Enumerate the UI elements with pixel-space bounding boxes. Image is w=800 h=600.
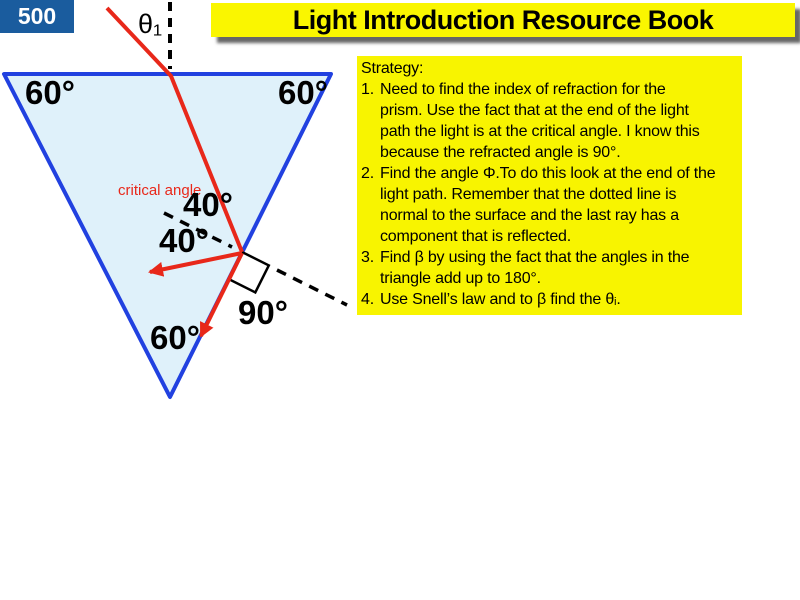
- strategy-step-1-line: path the light is at the critical angle.…: [380, 123, 700, 140]
- strategy-step-1-line: because the refracted angle is 90°.: [380, 144, 621, 161]
- strategy-step-3-number: 3.: [361, 249, 374, 266]
- prism-angle-label-top-right: 60°: [278, 74, 328, 111]
- incident-and-internal-ray: [105, 6, 244, 253]
- strategy-step-2: 2. Find the angle Φ.To do this look at t…: [361, 163, 740, 247]
- critical-angle-value-label: 40°: [183, 186, 233, 223]
- strategy-heading: Strategy:: [361, 60, 424, 77]
- strategy-step-2-line: normal to the surface and the last ray h…: [380, 207, 679, 224]
- strategy-step-1: 1. Need to find the index of refraction …: [361, 79, 740, 163]
- strategy-step-4-line: Use Snell’s law and to β find the θᵢ.: [380, 291, 621, 308]
- prism-diagram: θ₁ 60° 60° 60° critical angle 40° 40° 90…: [2, 2, 348, 399]
- reflected-ray-arrow: [148, 251, 243, 277]
- strategy-step-3-line: Find β by using the fact that the angles…: [380, 249, 690, 266]
- prism-angle-label-bottom: 60°: [150, 319, 200, 356]
- strategy-step-1-line: Need to find the index of refraction for…: [380, 81, 666, 98]
- slide-title: Light Introduction Resource Book: [292, 4, 714, 35]
- critical-angle-caption: critical angle: [118, 182, 201, 199]
- right-surface-normal-dashed-upper: [163, 211, 233, 249]
- strategy-step-3-line: triangle add up to 180°.: [380, 270, 541, 287]
- prism-angle-label-top-left: 60°: [25, 74, 75, 111]
- strategy-step-1-line: prism. Use the fact that at the end of t…: [380, 102, 689, 119]
- strategy-step-2-line: light path. Remember that the dotted lin…: [380, 186, 677, 203]
- incident-angle-label: θ₁: [138, 9, 162, 39]
- strategy-step-2-number: 2.: [361, 165, 374, 182]
- reflected-angle-value-label: 40°: [159, 222, 209, 259]
- strategy-step-1-number: 1.: [361, 81, 374, 98]
- strategy-step-4-number: 4.: [361, 291, 374, 308]
- strategy-step-3: 3. Find β by using the fact that the ang…: [361, 247, 740, 289]
- refracted-surface-ray-arrow: [199, 252, 244, 338]
- refracted-angle-value-label: 90°: [238, 294, 288, 331]
- title-bar: Light Introduction Resource Book: [211, 3, 795, 37]
- slide-number-badge: 500: [0, 0, 74, 33]
- strategy-step-4: 4. Use Snell’s law and to β find the θᵢ.: [361, 289, 740, 310]
- strategy-box: Strategy: 1. Need to find the index of r…: [357, 56, 742, 315]
- strategy-step-2-line: Find the angle Φ.To do this look at the …: [380, 165, 716, 182]
- right-surface-normal-dashed-lower: [276, 268, 348, 307]
- strategy-step-2-line: component that is reflected.: [380, 228, 571, 245]
- slide-number-text: 500: [17, 3, 57, 29]
